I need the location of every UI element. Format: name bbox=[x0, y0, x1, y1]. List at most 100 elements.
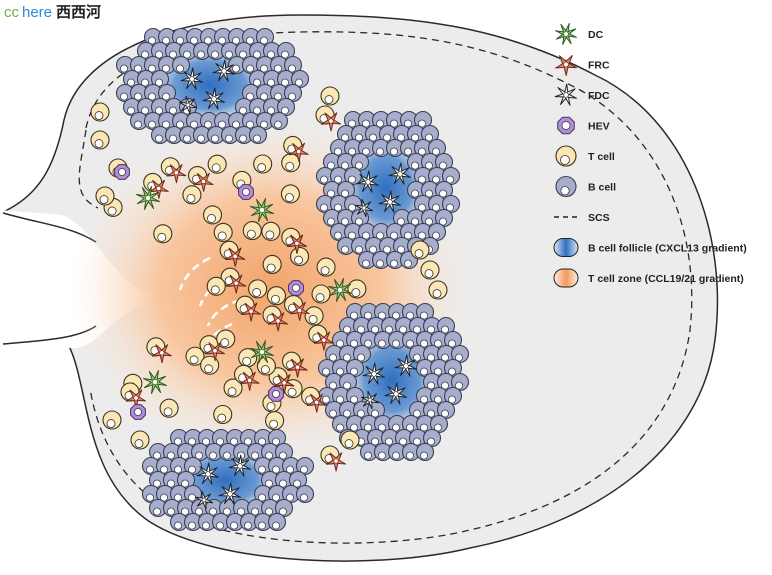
t-cell-icon bbox=[555, 145, 577, 167]
b-cell bbox=[324, 372, 344, 392]
b-cell bbox=[359, 442, 379, 462]
frc bbox=[289, 301, 310, 321]
legend-label-follicle: B cell follicle (CXCL13 gradient) bbox=[588, 243, 747, 255]
b-cell bbox=[401, 442, 421, 462]
b-cell bbox=[408, 428, 428, 448]
legend-item-frc: FRC bbox=[555, 55, 610, 76]
t-cell bbox=[290, 246, 310, 267]
b-cell bbox=[422, 316, 442, 336]
b-cell bbox=[399, 222, 419, 242]
b-cell bbox=[171, 55, 191, 75]
b-cell bbox=[248, 41, 268, 61]
frc bbox=[286, 234, 307, 254]
b-cell-follicles bbox=[115, 27, 470, 532]
b-cell bbox=[329, 194, 349, 214]
frc bbox=[151, 344, 172, 364]
b-cell bbox=[427, 222, 447, 242]
b-cell bbox=[204, 442, 224, 462]
b-cell bbox=[387, 330, 407, 350]
frc bbox=[306, 393, 327, 413]
b-cell bbox=[450, 344, 470, 364]
b-cell bbox=[190, 442, 210, 462]
b-cell bbox=[331, 358, 351, 378]
b-cell bbox=[143, 55, 163, 75]
t-cell bbox=[223, 378, 243, 398]
b-cell bbox=[141, 456, 161, 476]
b-cell bbox=[338, 344, 358, 364]
b-cell bbox=[213, 27, 233, 47]
t-cell bbox=[428, 280, 448, 300]
b-cell bbox=[246, 442, 266, 462]
t-cell bbox=[182, 185, 202, 205]
b-cell bbox=[422, 344, 442, 364]
b-cell bbox=[241, 55, 261, 75]
b-cell bbox=[385, 222, 405, 242]
frc bbox=[193, 172, 214, 192]
legend-item-fdc: FDC bbox=[554, 83, 610, 106]
stromal-networks bbox=[114, 112, 352, 472]
b-cell bbox=[148, 498, 168, 518]
b-cell bbox=[415, 330, 435, 350]
t-zone-swatch-icon bbox=[553, 268, 579, 288]
b-cell bbox=[352, 316, 372, 336]
legend-item-tcell: T cell bbox=[555, 145, 615, 167]
t-cell bbox=[90, 102, 110, 122]
legend-label-scs: SCS bbox=[588, 212, 610, 224]
hev bbox=[238, 184, 254, 200]
hev bbox=[288, 280, 304, 296]
b-cell bbox=[450, 372, 470, 392]
b-cell bbox=[392, 208, 412, 228]
b-cell bbox=[415, 302, 435, 322]
watermark-here: here bbox=[22, 4, 52, 21]
frc bbox=[205, 342, 225, 362]
fdc bbox=[378, 190, 401, 213]
frc bbox=[313, 331, 334, 351]
t-cell bbox=[206, 276, 226, 296]
fdc bbox=[394, 354, 417, 377]
b-cell bbox=[350, 236, 370, 256]
b-cell bbox=[246, 498, 266, 518]
dc-icon bbox=[555, 23, 577, 45]
watermark-cc: cc bbox=[4, 4, 20, 21]
b-cell bbox=[225, 512, 245, 532]
t-cell bbox=[216, 329, 236, 349]
b-cell bbox=[385, 250, 405, 270]
fdc bbox=[384, 382, 407, 405]
hev bbox=[557, 116, 575, 135]
b-cell bbox=[143, 83, 163, 103]
fdc bbox=[354, 198, 374, 218]
t-cell bbox=[95, 186, 115, 206]
b-cell bbox=[429, 414, 449, 434]
frc bbox=[225, 247, 246, 267]
dc bbox=[136, 186, 160, 210]
hev bbox=[130, 404, 146, 420]
frc bbox=[241, 302, 262, 322]
b-cell bbox=[262, 97, 282, 117]
b-cell bbox=[406, 208, 426, 228]
b-cell bbox=[422, 428, 442, 448]
b-cell bbox=[359, 414, 379, 434]
b-cell bbox=[122, 97, 142, 117]
t-cell bbox=[265, 411, 285, 431]
dc bbox=[143, 370, 167, 394]
dc bbox=[250, 340, 274, 364]
t-cell bbox=[153, 224, 173, 244]
t-cell bbox=[311, 284, 331, 304]
fdc bbox=[180, 67, 203, 90]
b-cell bbox=[274, 442, 294, 462]
legend-item-bcell: B cell bbox=[555, 175, 616, 198]
b-cell bbox=[415, 442, 435, 462]
b-cell bbox=[171, 27, 191, 47]
b-cell bbox=[262, 69, 282, 89]
b-cell bbox=[343, 138, 363, 158]
frc bbox=[288, 142, 309, 162]
t-cell bbox=[340, 430, 360, 450]
t-cell bbox=[316, 257, 336, 277]
frc-glyph bbox=[555, 55, 577, 76]
b-cell bbox=[255, 111, 275, 131]
hev bbox=[268, 386, 284, 402]
t-cell bbox=[130, 430, 150, 450]
b-cell bbox=[234, 97, 254, 117]
b-cell bbox=[443, 386, 463, 406]
